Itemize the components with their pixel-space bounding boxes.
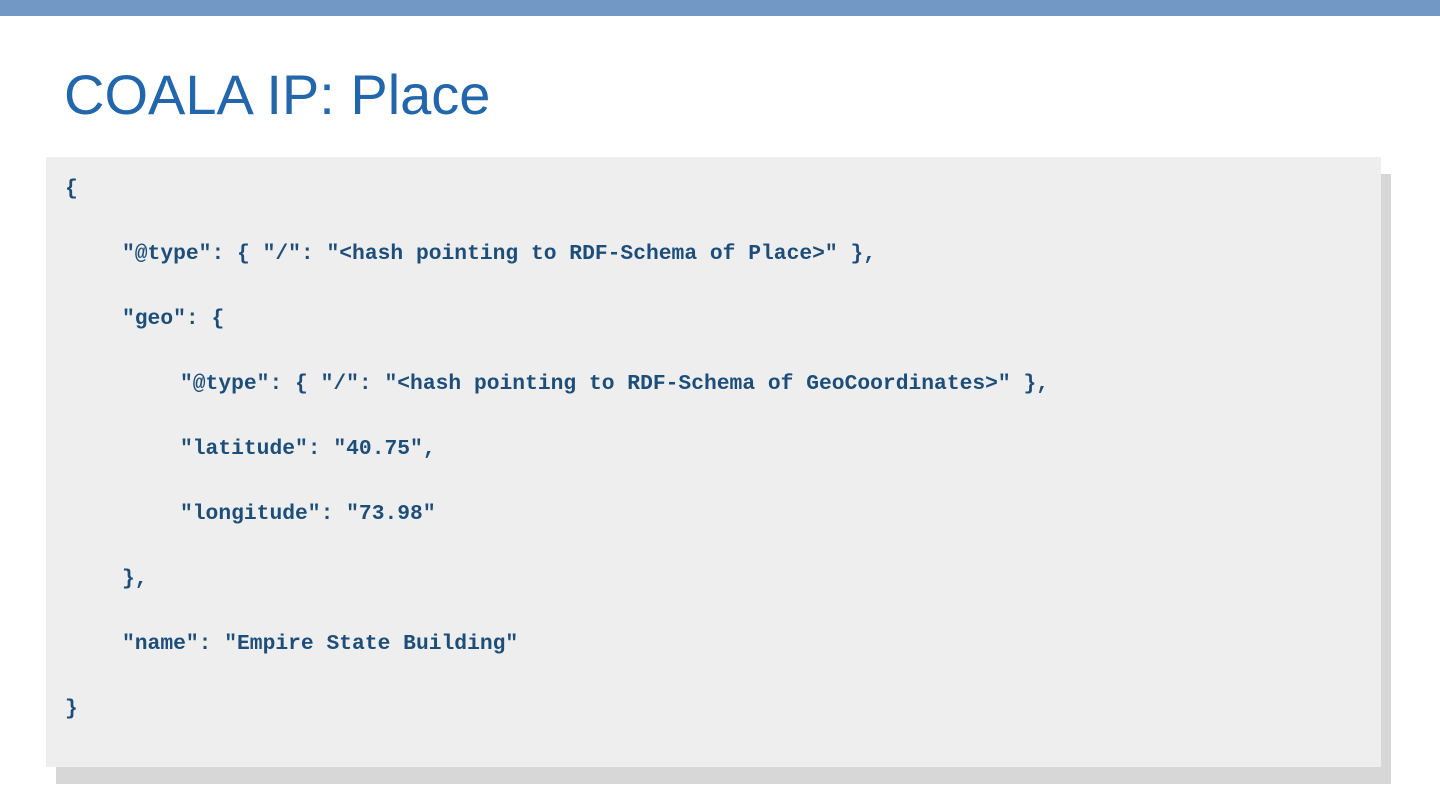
code-line-geo-close: }, <box>122 567 148 591</box>
code-line-geo: "geo": { <box>122 307 225 331</box>
code-line-longitude: "longitude": "73.98" <box>180 502 436 526</box>
code-line-open-brace: { <box>65 177 78 201</box>
code-line-latitude: "latitude": "40.75", <box>180 437 436 461</box>
slide-top-accent-bar <box>0 0 1440 16</box>
code-block: { "@type": { "/": "<hash pointing to RDF… <box>46 157 1381 767</box>
slide-title: COALA IP: Place <box>64 63 491 126</box>
code-line-type: "@type": { "/": "<hash pointing to RDF-S… <box>122 242 877 266</box>
code-line-name: "name": "Empire State Building" <box>122 632 519 656</box>
code-line-close-brace: } <box>65 697 78 721</box>
code-line-geo-type: "@type": { "/": "<hash pointing to RDF-S… <box>180 372 1050 396</box>
